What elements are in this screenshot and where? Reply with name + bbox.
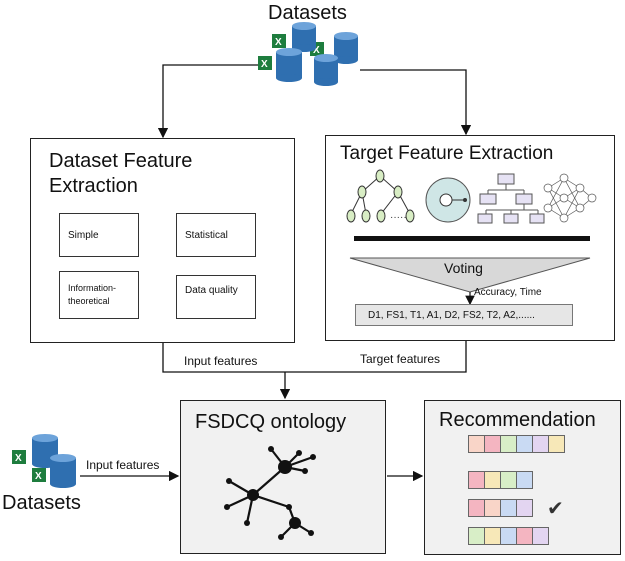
recommendation-cell xyxy=(516,471,533,489)
svg-text:X: X xyxy=(313,45,320,56)
datasets-top-label: Datasets xyxy=(268,2,347,24)
result-sequence-box: D1, FS1, T1, A1, D2, FS2, T2, A2,...... xyxy=(355,304,573,326)
datasets-bottom-icon-cluster: X X xyxy=(12,434,76,488)
recommendation-cell xyxy=(484,499,501,517)
input-features-label-left: Input features xyxy=(86,458,160,472)
excel-icon: X xyxy=(32,468,46,482)
arrow-datasets-to-target-extraction xyxy=(360,69,472,136)
svg-text:X: X xyxy=(275,37,282,48)
recommendation-cell xyxy=(468,527,485,545)
svg-text:X: X xyxy=(15,453,22,464)
datasets-top-icon-cluster: X X X xyxy=(258,22,358,86)
voting-label: Voting xyxy=(444,260,483,276)
ontology-box: FSDCQ ontology xyxy=(180,400,386,554)
recommendation-cell xyxy=(500,471,517,489)
recommendation-cell xyxy=(500,435,517,453)
recommendation-cell xyxy=(500,499,517,517)
title-line-1: Dataset Feature xyxy=(49,150,193,172)
voting-funnel xyxy=(349,257,591,293)
recommendation-cell xyxy=(516,499,533,517)
recommendation-row xyxy=(468,499,533,517)
excel-icon: X xyxy=(272,34,286,48)
recommendation-cell xyxy=(468,435,485,453)
database-icon xyxy=(314,54,338,86)
input-features-label-top: Input features xyxy=(184,354,258,368)
excel-icon: X xyxy=(258,56,272,70)
metrics-label: Accuracy, Time xyxy=(474,287,542,298)
recommendation-cell xyxy=(532,527,549,545)
recommendation-cell xyxy=(484,527,501,545)
recommendation-title: Recommendation xyxy=(439,409,596,431)
svg-text:X: X xyxy=(261,59,268,70)
category-simple: Simple xyxy=(59,213,139,257)
recommendation-cell xyxy=(500,527,517,545)
recommendation-cell xyxy=(516,527,533,545)
recommendation-cell xyxy=(516,435,533,453)
svg-text:X: X xyxy=(35,471,42,482)
ontology-graph-icon xyxy=(224,446,316,540)
recommendation-cell xyxy=(548,435,565,453)
database-icon xyxy=(50,454,76,488)
neural-network-icon xyxy=(543,173,597,223)
svg-text:·····: ····· xyxy=(390,212,407,223)
target-feature-extraction-box: Target Feature Extraction ····· xyxy=(325,135,615,341)
recommendation-box: Recommendation ✔ xyxy=(424,400,621,555)
category-statistical: Statistical xyxy=(176,213,256,257)
recommendation-cell xyxy=(484,435,501,453)
excel-icon: X xyxy=(12,450,26,464)
database-icon xyxy=(32,434,58,468)
recommendation-cell xyxy=(484,471,501,489)
database-icon xyxy=(276,48,302,82)
checkmark-icon: ✔ xyxy=(547,498,564,520)
recommendation-cell xyxy=(532,435,549,453)
category-information-theoretical: Information-theoretical xyxy=(59,271,139,319)
arrow-datasets-to-dataset-extraction xyxy=(157,64,260,139)
algorithm-icons: ····· xyxy=(346,169,597,306)
dataset-feature-extraction-title: Dataset Feature Extraction xyxy=(49,149,192,199)
recommendation-cell xyxy=(468,499,485,517)
decision-tree-icon: ····· xyxy=(346,169,415,223)
recommendation-row xyxy=(468,527,549,545)
recommendation-row xyxy=(468,471,533,489)
recommendation-row xyxy=(468,435,565,453)
category-data-quality: Data quality xyxy=(176,275,256,319)
database-icon xyxy=(334,32,358,64)
target-features-label: Target features xyxy=(360,352,441,366)
line-target-features xyxy=(290,340,467,373)
radial-classifier-icon xyxy=(425,177,471,223)
ontology-title: FSDCQ ontology xyxy=(195,411,347,433)
datasets-bottom-label: Datasets xyxy=(2,492,81,514)
target-feature-extraction-title: Target Feature Extraction xyxy=(340,143,554,164)
line-input-features xyxy=(162,342,290,373)
algorithms-bar xyxy=(354,236,590,241)
database-icon xyxy=(292,22,316,52)
hierarchy-icon xyxy=(477,173,545,224)
recommendation-cell xyxy=(468,471,485,489)
dataset-feature-extraction-box: Dataset Feature Extraction Simple Statis… xyxy=(30,138,295,343)
title-line-2: Extraction xyxy=(49,175,138,197)
